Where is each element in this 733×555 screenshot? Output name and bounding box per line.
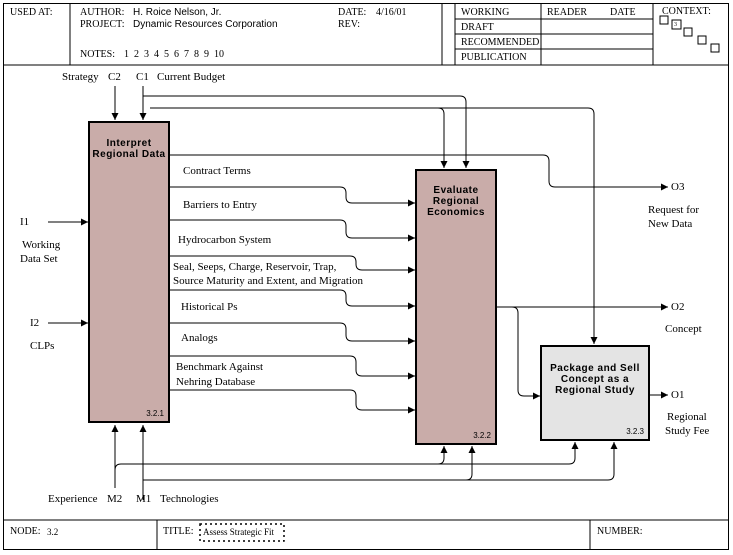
flow-seal-line1: Seal, Seeps, Charge, Reservoir, Trap, <box>173 261 337 273</box>
c2-name: Strategy <box>62 71 99 83</box>
title-dashed-box <box>199 523 285 542</box>
activity-box-interpret: Interpret Regional Data 3.2.1 <box>88 121 170 423</box>
i1-name-line1: Working <box>22 239 61 251</box>
i1-name-line2: Data Set <box>20 253 58 265</box>
o3-code: O3 <box>671 181 685 193</box>
date-value: 4/16/01 <box>376 7 407 18</box>
c2-code: C2 <box>108 71 121 83</box>
flow-analogs: Analogs <box>181 332 218 344</box>
status-recommended: RECOMMENDED <box>461 37 540 48</box>
diagram-title: Assess Strategic Fit <box>203 527 274 537</box>
flow-seal-line2: Source Maturity and Extent, and Migratio… <box>173 275 364 287</box>
o2-code: O2 <box>671 301 685 313</box>
number-label: NUMBER: <box>597 526 643 537</box>
node-label: NODE: <box>10 526 41 537</box>
m1-name: Technologies <box>160 493 219 505</box>
node-value: 3.2 <box>47 527 59 537</box>
project-label: PROJECT: <box>80 19 125 30</box>
flow-benchmark-line2: Nehring Database <box>176 376 256 388</box>
activity-title: Evaluate Regional Economics <box>427 185 485 218</box>
o1-code: O1 <box>671 389 685 401</box>
context-label: CONTEXT: <box>662 6 711 17</box>
m2-name: Experience <box>48 493 98 505</box>
author-label: AUTHOR: <box>80 7 125 18</box>
flow-hydrocarbon: Hydrocarbon System <box>178 234 272 246</box>
o3-name-line1: Request for <box>648 204 700 216</box>
activity-title: Package and Sell Concept as a Regional S… <box>550 363 640 396</box>
activity-number: 3.2.2 <box>473 431 491 440</box>
context-marker: 3 <box>674 22 677 28</box>
o1-name-line2: Study Fee <box>665 425 710 437</box>
title-label: TITLE: <box>163 526 194 537</box>
i2-name: CLPs <box>30 340 55 352</box>
date-label: DATE: <box>338 7 367 18</box>
m1-code: M1 <box>136 493 152 505</box>
flow-benchmark-line1: Benchmark Against <box>176 361 264 373</box>
flow-contract-terms: Contract Terms <box>183 165 251 177</box>
notes-label: NOTES: <box>80 49 115 60</box>
idef0-frame <box>3 3 729 550</box>
status-publication: PUBLICATION <box>461 52 527 63</box>
flow-historical: Historical Ps <box>181 301 238 313</box>
status-working: WORKING <box>461 7 510 18</box>
c1-name: Current Budget <box>157 71 226 83</box>
m2-code: M2 <box>107 493 123 505</box>
o2-name: Concept <box>665 323 702 335</box>
flow-barriers: Barriers to Entry <box>183 199 257 211</box>
used-at-label: USED AT: <box>10 7 53 18</box>
status-draft: DRAFT <box>461 22 494 33</box>
rev-label: REV: <box>338 19 361 30</box>
activity-number: 3.2.3 <box>626 427 644 436</box>
notes-numbers: 1 2 3 4 5 6 7 8 9 10 <box>124 49 224 60</box>
o3-name-line2: New Data <box>648 218 693 230</box>
activity-box-evaluate: Evaluate Regional Economics 3.2.2 <box>415 169 497 445</box>
project-value: Dynamic Resources Corporation <box>133 19 278 30</box>
activity-title: Interpret Regional Data <box>92 138 166 160</box>
activity-number: 3.2.1 <box>146 409 164 418</box>
activity-box-package: Package and Sell Concept as a Regional S… <box>540 345 650 441</box>
reader-date-label: DATE <box>610 7 636 18</box>
o1-name-line1: Regional <box>667 411 707 423</box>
c1-code: C1 <box>136 71 149 83</box>
author-value: H. Roice Nelson, Jr. <box>133 7 222 18</box>
reader-label: READER <box>547 7 587 18</box>
i1-code: I1 <box>20 216 30 228</box>
i2-code: I2 <box>30 317 40 329</box>
